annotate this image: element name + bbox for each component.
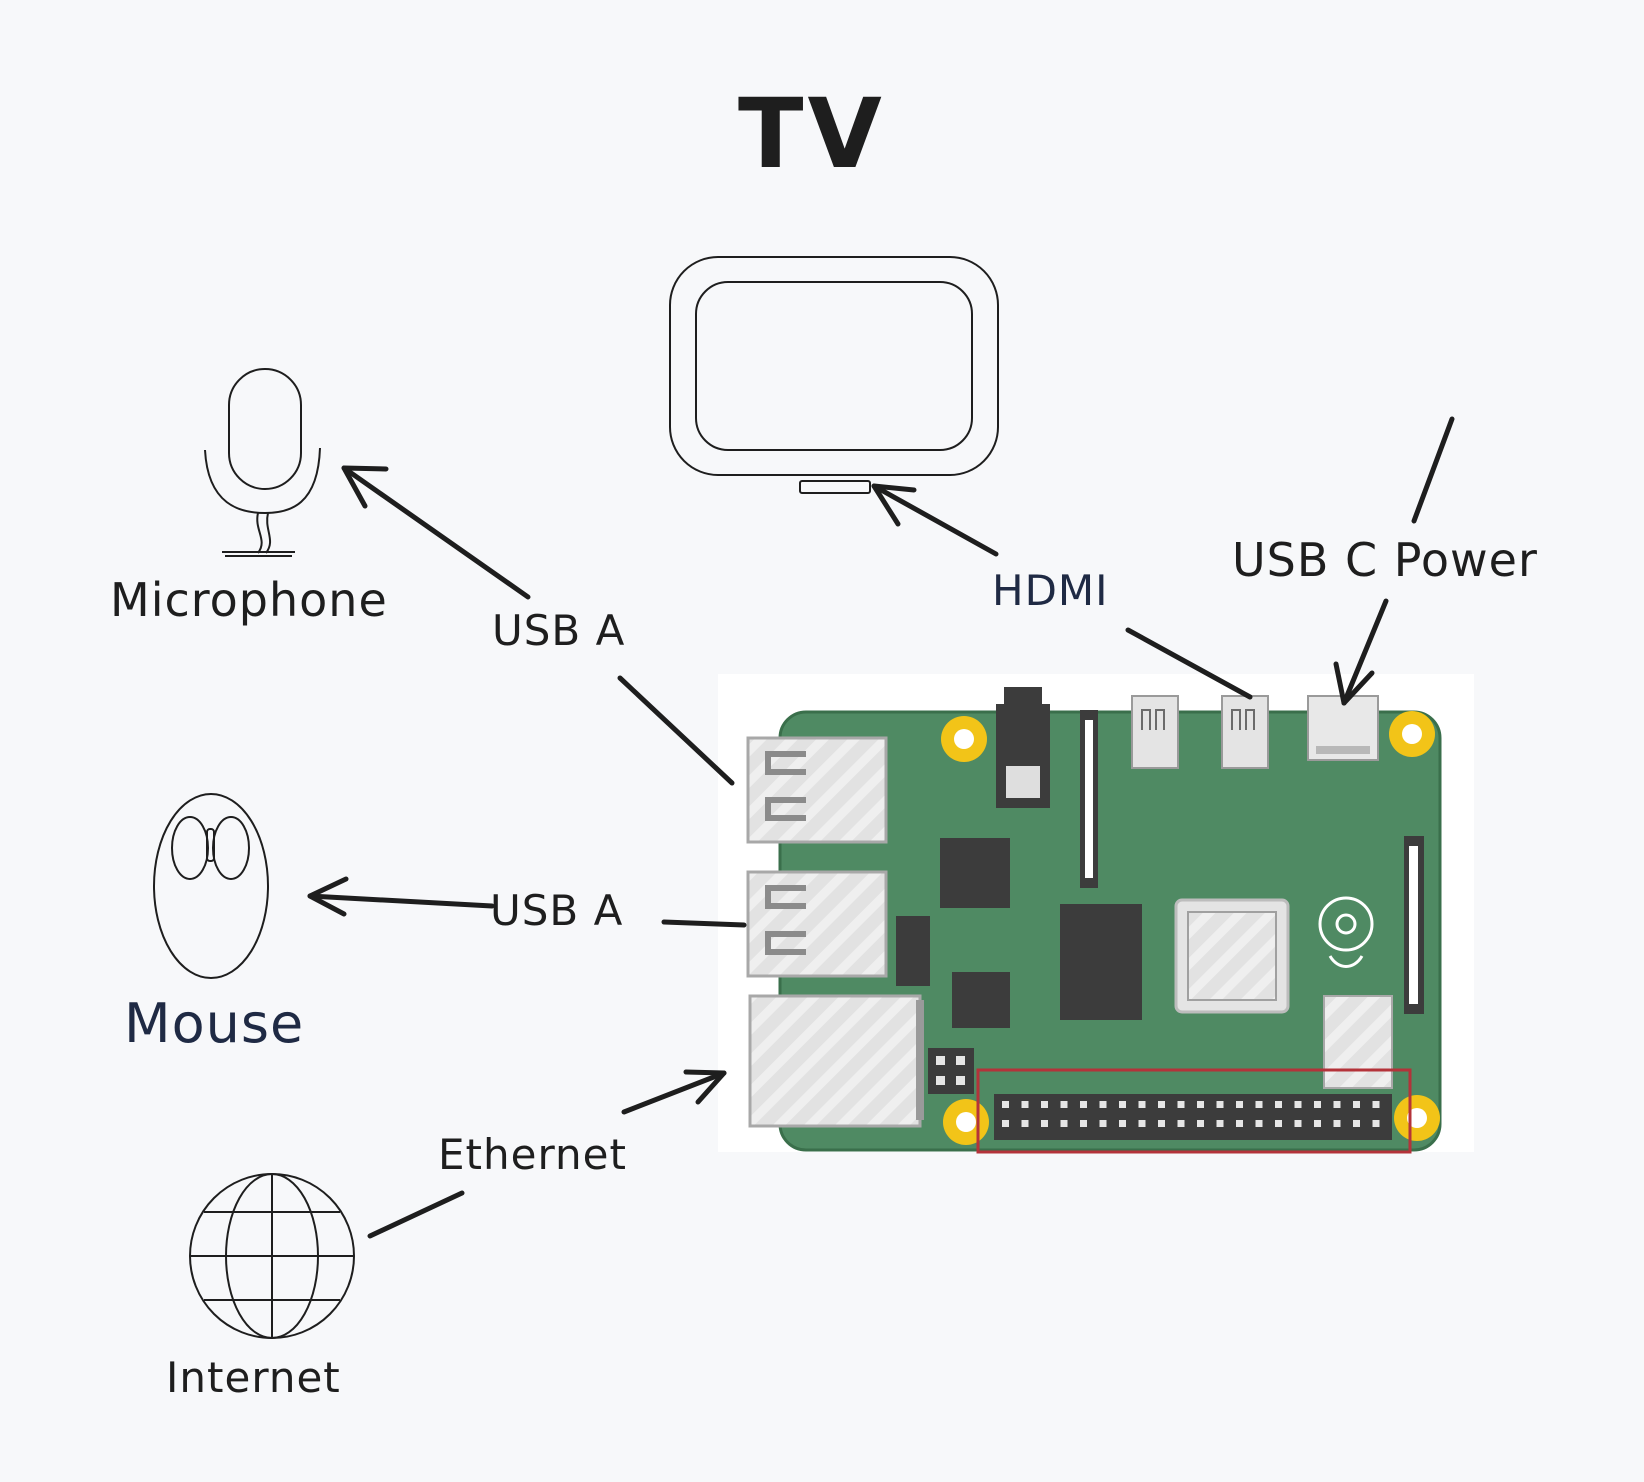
ethernet-port bbox=[748, 994, 924, 1128]
usb-a-mouse-label: USB A bbox=[490, 886, 624, 935]
mounting-hole-bottom-right bbox=[1394, 1095, 1440, 1141]
chip-small-1 bbox=[940, 838, 1010, 908]
tv-icon bbox=[669, 256, 999, 494]
micro-hdmi-port-1 bbox=[1221, 695, 1269, 769]
gpio-pin bbox=[1294, 1120, 1302, 1127]
gpio-pin bbox=[1372, 1120, 1380, 1127]
mouse-label: Mouse bbox=[124, 992, 305, 1055]
gpio-pin bbox=[1080, 1101, 1087, 1108]
globe-icon bbox=[189, 1173, 355, 1339]
chip-narrow bbox=[896, 916, 930, 986]
gpio-pin bbox=[1255, 1101, 1263, 1108]
gpio-pin bbox=[1275, 1120, 1282, 1127]
gpio-pin bbox=[1177, 1120, 1185, 1127]
gpio-pin bbox=[1294, 1101, 1302, 1108]
gpio-pin bbox=[1372, 1101, 1380, 1108]
mouse-icon bbox=[153, 793, 269, 979]
diagram-title: TV bbox=[738, 78, 886, 190]
gpio-pin bbox=[1021, 1120, 1029, 1127]
mounting-hole-top-left bbox=[941, 716, 987, 762]
poe-pin bbox=[936, 1056, 945, 1065]
gpio-pin bbox=[1353, 1120, 1360, 1127]
hdmi-arrow bbox=[871, 483, 1253, 700]
soc-processor bbox=[1174, 898, 1290, 1014]
gpio-pin bbox=[1099, 1101, 1107, 1108]
gpio-pin bbox=[1255, 1120, 1263, 1127]
gpio-pin bbox=[1353, 1101, 1360, 1108]
gpio-pin bbox=[1333, 1120, 1341, 1127]
audio-jack bbox=[996, 687, 1050, 808]
raspberry-logo-icon bbox=[1318, 896, 1374, 968]
hdmi-label: HDMI bbox=[992, 566, 1109, 615]
mounting-hole-top-right bbox=[1389, 711, 1435, 757]
poe-pin bbox=[956, 1056, 965, 1065]
gpio-pin bbox=[1041, 1101, 1048, 1108]
gpio-pin bbox=[1060, 1120, 1068, 1127]
gpio-pin bbox=[1177, 1101, 1185, 1108]
gpio-pin bbox=[1275, 1101, 1282, 1108]
usb-c-power-label: USB C Power bbox=[1232, 533, 1538, 587]
poe-pin bbox=[956, 1076, 965, 1085]
gpio-pin bbox=[1002, 1120, 1009, 1127]
gpio-pin bbox=[1333, 1101, 1341, 1108]
gpio-pin bbox=[1158, 1120, 1165, 1127]
gpio-pin bbox=[1021, 1101, 1029, 1108]
usb-c-port bbox=[1307, 695, 1379, 761]
gpio-header bbox=[994, 1094, 1392, 1140]
usb-a-port-bottom bbox=[746, 870, 888, 978]
camera-connector bbox=[1404, 836, 1424, 1014]
chip-small-2 bbox=[952, 972, 1010, 1028]
gpio-pin bbox=[1060, 1101, 1068, 1108]
micro-hdmi-port-0 bbox=[1131, 695, 1179, 769]
poe-header bbox=[928, 1048, 974, 1094]
gpio-pins bbox=[1002, 1101, 1380, 1127]
ram-chip bbox=[1060, 904, 1142, 1020]
gpio-pin bbox=[1236, 1120, 1243, 1127]
gpio-pin bbox=[1197, 1101, 1204, 1108]
usb-a-port-top bbox=[746, 736, 888, 844]
wireless-module bbox=[1323, 995, 1393, 1089]
poe-pins bbox=[936, 1056, 965, 1085]
raspberry-pi-board bbox=[718, 674, 1474, 1154]
ethernet-label: Ethernet bbox=[438, 1130, 627, 1179]
microphone-icon bbox=[204, 368, 321, 557]
usb-c-power-arrow bbox=[1333, 416, 1455, 706]
microphone-label: Microphone bbox=[110, 573, 388, 627]
gpio-pin bbox=[1119, 1120, 1126, 1127]
gpio-pin bbox=[1138, 1101, 1146, 1108]
gpio-pin bbox=[1314, 1101, 1321, 1108]
gpio-pin bbox=[1080, 1120, 1087, 1127]
gpio-highlight bbox=[976, 1068, 1412, 1154]
gpio-pin bbox=[1158, 1101, 1165, 1108]
ethernet-arrow bbox=[367, 1069, 727, 1239]
gpio-pin bbox=[1216, 1101, 1224, 1108]
gpio-pin bbox=[1236, 1101, 1243, 1108]
gpio-pin bbox=[1138, 1120, 1146, 1127]
internet-label: Internet bbox=[166, 1353, 341, 1402]
gpio-pin bbox=[1197, 1120, 1204, 1127]
gpio-pin bbox=[1216, 1120, 1224, 1127]
usb-a-microphone-label: USB A bbox=[492, 606, 626, 655]
mounting-hole-bottom-left bbox=[943, 1099, 989, 1145]
gpio-pin bbox=[1002, 1101, 1009, 1108]
usb-a-mouse-arrow bbox=[307, 876, 747, 928]
display-connector bbox=[1080, 710, 1098, 888]
usb-a-microphone-arrow bbox=[341, 465, 735, 786]
gpio-pin bbox=[1041, 1120, 1048, 1127]
gpio-pin bbox=[1099, 1120, 1107, 1127]
gpio-pin bbox=[1314, 1120, 1321, 1127]
gpio-pin bbox=[1119, 1101, 1126, 1108]
poe-pin bbox=[936, 1076, 945, 1085]
